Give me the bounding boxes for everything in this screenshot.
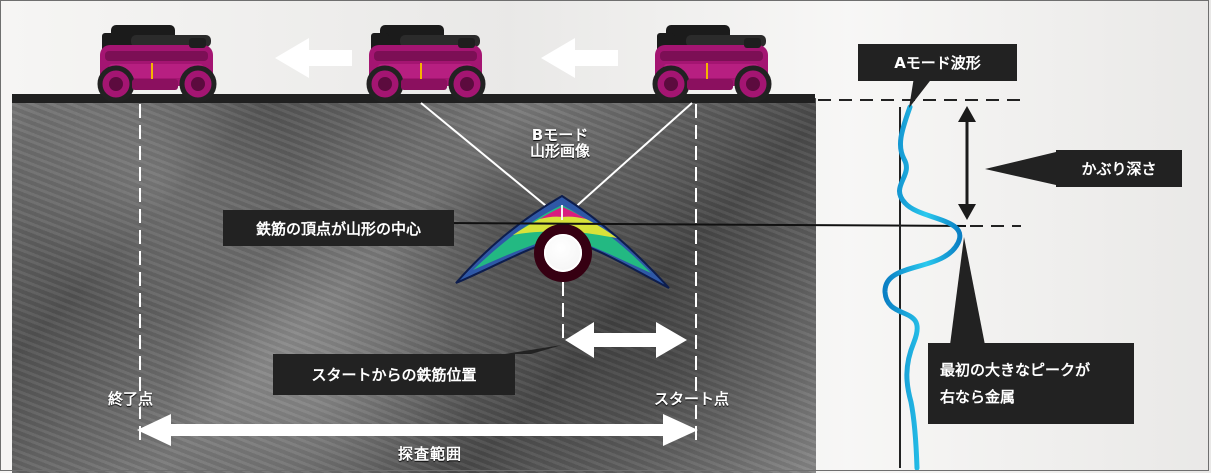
b-mode-ray-left (420, 102, 563, 220)
concrete-section (12, 98, 816, 473)
metal-peak-line2: 右なら金属 (940, 387, 1016, 406)
rebar-inner-ring (544, 234, 582, 272)
b-mode-to-a-mode-depth-line (446, 222, 967, 227)
b-mode-image-label: Bモード 山形画像 (522, 127, 598, 159)
scan-position-guides (139, 104, 697, 441)
peak-label-pointer (950, 237, 985, 345)
a-mode-waveform-callout: Aモード波形 (858, 44, 1017, 81)
start-position-label-pointer (505, 345, 562, 354)
arrow-left-icon (541, 38, 618, 78)
rebar-vertex-center-callout: 鉄筋の頂点が山形の中心 (223, 210, 454, 246)
rebar-position-from-start-text: スタートからの鉄筋位置 (311, 366, 477, 384)
robot-end-position (100, 25, 214, 100)
rebar-vertex-center-text: 鉄筋の頂点が山形の中心 (255, 219, 421, 238)
double-arrow-icon (565, 322, 687, 358)
cover-depth-callout-pointer (985, 152, 1056, 185)
metal-peak-callout: 最初の大きなピークが 右なら金属 (928, 343, 1134, 424)
depth-dashed-lines (446, 99, 1021, 227)
scan-range-label: 探査範囲 (397, 445, 462, 463)
a-mode-label-pointer (909, 77, 933, 108)
scanner-robot-icon (655, 25, 769, 100)
concrete-surface-line (12, 94, 815, 103)
cover-depth-callout: かぶり深さ (1056, 150, 1182, 187)
start-point-label: スタート点 (654, 390, 730, 408)
callout-pointers (505, 77, 985, 354)
a-mode-waveform (882, 104, 963, 471)
robot-middle-position (369, 25, 483, 100)
a-mode-waveform-text: Aモード波形 (894, 54, 981, 72)
end-point-label: 終了点 (108, 390, 154, 408)
b-mode-label-line1: Bモード (531, 126, 589, 144)
motion-arrows (137, 38, 698, 446)
arrow-left-icon (275, 38, 352, 78)
a-mode-wave-line (882, 104, 963, 471)
cover-depth-indicator (958, 106, 1056, 220)
b-mode-label-line2: 山形画像 (529, 142, 590, 160)
robot-start-position (655, 25, 769, 100)
b-mode-hyperbola-image (455, 194, 670, 289)
scanner-robot-icon (369, 25, 483, 100)
cover-depth-text: かぶり深さ (1081, 160, 1157, 178)
scanner-robot-icon (100, 25, 214, 100)
b-mode-ray-right (561, 102, 693, 220)
metal-peak-line1: 最初の大きなピークが (940, 360, 1091, 379)
cover-depth-arrow-bottom-icon (958, 204, 976, 220)
rebar-cross-section-icon (534, 224, 592, 282)
cover-depth-arrow-top-icon (958, 106, 976, 122)
b-mode-rays (420, 102, 693, 220)
rebar-position-from-start-callout: スタートからの鉄筋位置 (273, 354, 515, 395)
double-arrow-icon (137, 414, 698, 446)
